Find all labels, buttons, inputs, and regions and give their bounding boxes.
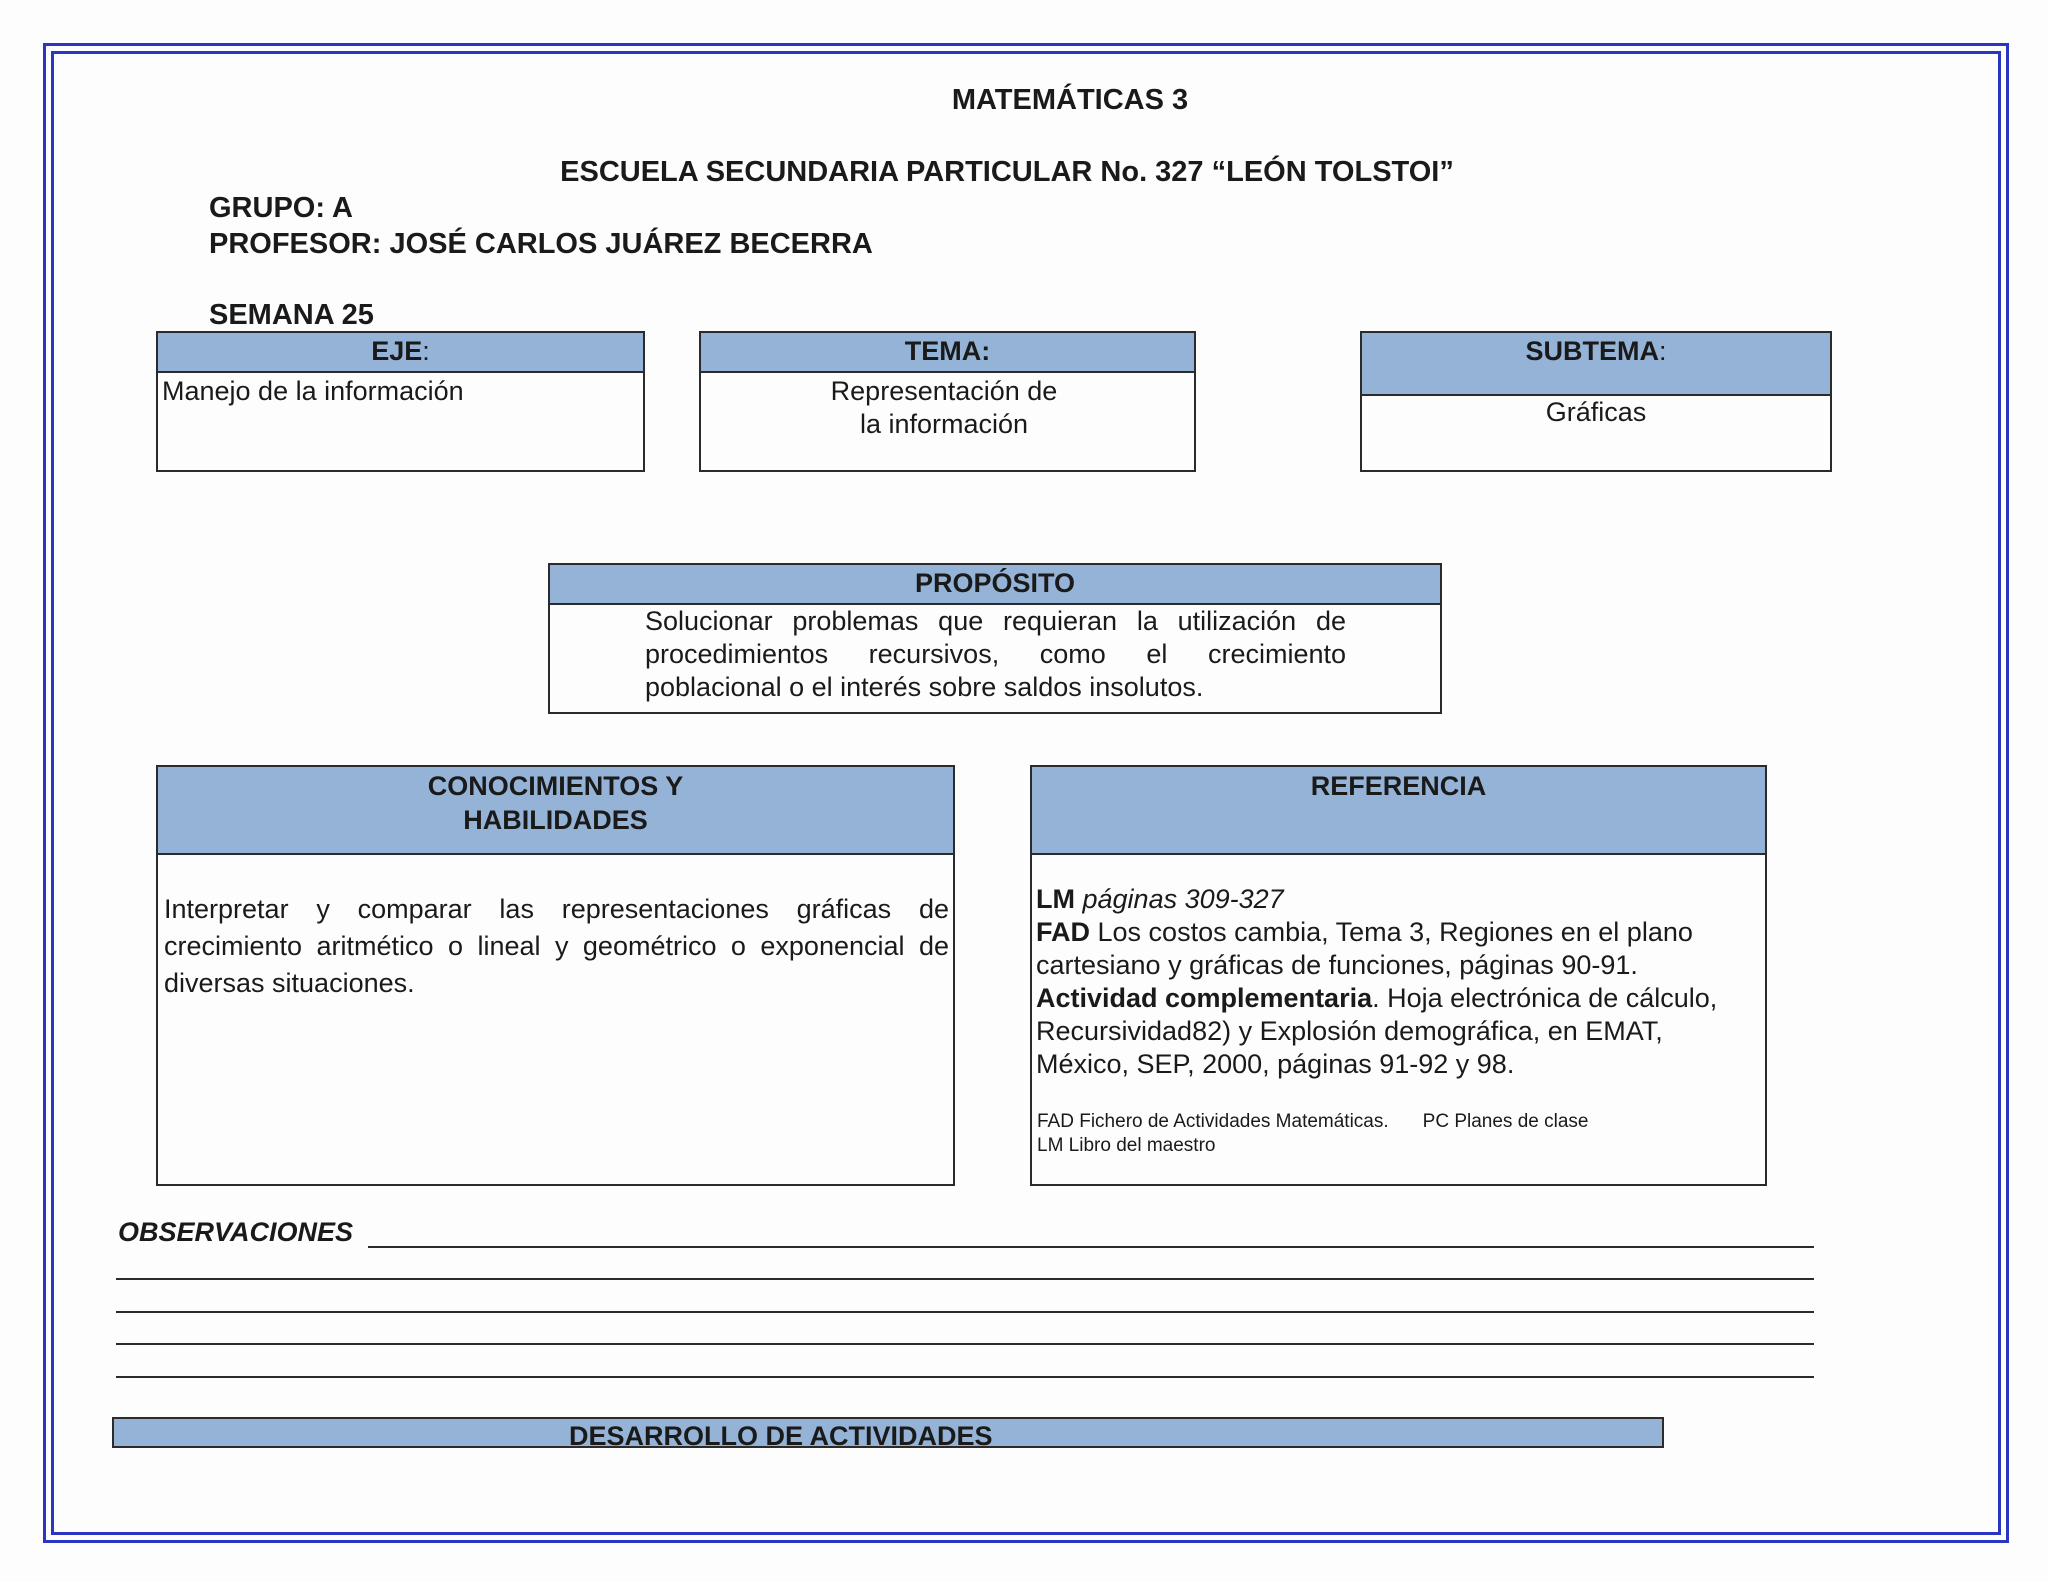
ref-lm-abbr: LM	[1036, 884, 1075, 914]
conocimientos-label-line2: HABILIDADES	[463, 805, 648, 835]
subtema-colon: :	[1658, 336, 1667, 366]
ref-activity-label: Actividad complementaria	[1036, 983, 1373, 1013]
proposito-value: Solucionar problemas que requieran la ut…	[645, 606, 1346, 702]
conocimientos-header: CONOCIMIENTOS Y HABILIDADES	[158, 767, 953, 855]
referencia-legend: FAD Fichero de Actividades Matemáticas. P…	[1037, 1110, 1588, 1158]
page-frame-outer	[43, 43, 2009, 1543]
conocimientos-box: CONOCIMIENTOS Y HABILIDADES Interpretar …	[156, 765, 955, 1186]
tema-header: TEMA:	[701, 333, 1194, 373]
observaciones-line-5	[116, 1376, 1814, 1378]
legend-lm: LM Libro del maestro	[1037, 1135, 1216, 1156]
conocimientos-label-line1: CONOCIMIENTOS Y	[427, 771, 684, 801]
eje-value: Manejo de la información	[162, 376, 464, 406]
eje-header: EJE:	[158, 333, 643, 373]
subtema-label: SUBTEMA	[1525, 336, 1659, 366]
referencia-box: REFERENCIA LM páginas 309-327 FAD Los co…	[1030, 765, 1767, 1186]
observaciones-line-1	[368, 1246, 1814, 1248]
legend-fad: FAD Fichero de Actividades Matemáticas.	[1037, 1111, 1389, 1132]
subtema-header: SUBTEMA:	[1362, 333, 1830, 396]
eje-box: EJE: Manejo de la información	[156, 331, 645, 472]
subtema-box: SUBTEMA: Gráficas	[1360, 331, 1832, 472]
tema-box: TEMA: Representación de la información	[699, 331, 1196, 472]
eje-colon: :	[422, 336, 430, 366]
page-frame-inner	[51, 51, 2001, 1535]
subject-title: MATEMÁTICAS 3	[951, 84, 1189, 116]
teacher-label: PROFESOR: JOSÉ CARLOS JUÁREZ BECERRA	[209, 228, 873, 260]
desarrollo-label: DESARROLLO DE ACTIVIDADES	[569, 1421, 993, 1451]
ref-fad-text: Los costos cambia, Tema 3, Regiones en e…	[1036, 917, 1693, 980]
school-name: ESCUELA SECUNDARIA PARTICULAR No. 327 “L…	[560, 156, 1454, 188]
observaciones-line-2	[116, 1278, 1814, 1280]
proposito-header: PROPÓSITO	[550, 565, 1440, 605]
week-label: SEMANA 25	[209, 299, 374, 331]
proposito-box: PROPÓSITO Solucionar problemas que requi…	[548, 563, 1442, 714]
observaciones-line-4	[116, 1343, 1814, 1345]
ref-lm-text: páginas 309-327	[1082, 884, 1284, 914]
desarrollo-bar: DESARROLLO DE ACTIVIDADES	[112, 1417, 1664, 1451]
ref-fad-abbr: FAD	[1036, 917, 1090, 947]
referencia-header: REFERENCIA	[1032, 767, 1765, 855]
observaciones-label: OBSERVACIONES	[118, 1217, 354, 1247]
subtema-value: Gráficas	[1545, 397, 1647, 427]
group-label: GRUPO: A	[209, 192, 353, 224]
referencia-body: LM páginas 309-327 FAD Los costos cambia…	[1032, 855, 1765, 1081]
tema-value: Representación de la información	[830, 376, 1058, 439]
observaciones-line-3	[116, 1311, 1814, 1313]
eje-label: EJE	[371, 336, 423, 366]
ref-activity-text: . Hoja electrónica de cálculo, Recursivi…	[1036, 983, 1718, 1079]
conocimientos-value: Interpretar y comparar las representacio…	[164, 894, 949, 998]
legend-pc: PC Planes de clase	[1422, 1111, 1589, 1132]
